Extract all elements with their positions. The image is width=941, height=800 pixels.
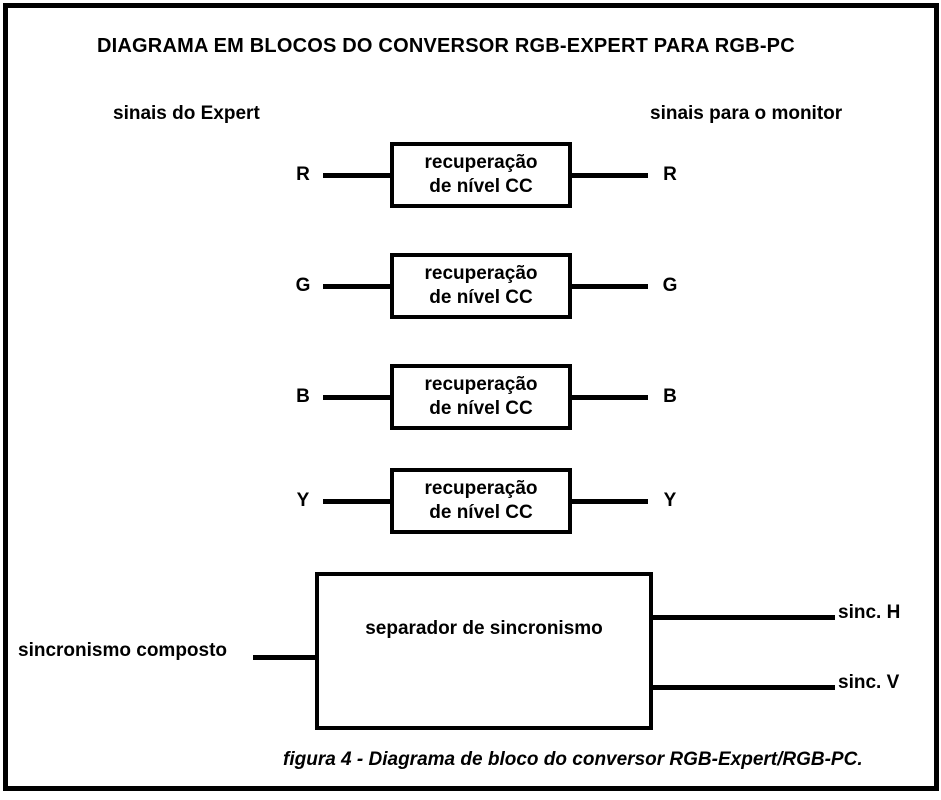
channel-output-wire — [572, 499, 648, 504]
channel-row-b: B recuperação de nível CC B — [0, 364, 941, 430]
channel-input-wire — [323, 284, 390, 289]
figure-caption: figura 4 - Diagrama de bloco do converso… — [283, 749, 863, 770]
channel-input-wire — [323, 499, 390, 504]
channel-row-r: R recuperação de nível CC R — [0, 142, 941, 208]
channel-input-wire — [323, 395, 390, 400]
right-signals-header: sinais para o monitor — [650, 103, 843, 124]
block-label-line1: recuperação — [424, 152, 538, 173]
sync-h-label: sinc. H — [838, 602, 901, 623]
dc-level-restore-block: recuperação de nível CC — [390, 253, 572, 319]
channel-output-wire — [572, 173, 648, 178]
channel-output-wire — [572, 395, 648, 400]
dc-level-restore-block: recuperação de nível CC — [390, 142, 572, 208]
sync-separator-block: separador de sincronismo — [315, 572, 653, 730]
dc-level-restore-block: recuperação de nível CC — [390, 468, 572, 534]
block-label-line2: de nível CC — [429, 502, 533, 523]
channel-output-wire — [572, 284, 648, 289]
channel-input-wire — [323, 173, 390, 178]
composite-sync-wire — [253, 655, 315, 660]
sync-v-label: sinc. V — [838, 672, 900, 693]
block-label-line1: recuperação — [424, 263, 538, 284]
channel-row-y: Y recuperação de nível CC Y — [0, 468, 941, 534]
left-signals-header: sinais do Expert — [113, 103, 260, 124]
block-label-line2: de nível CC — [429, 398, 533, 419]
dc-level-restore-block: recuperação de nível CC — [390, 364, 572, 430]
channel-output-label: G — [662, 275, 678, 296]
diagram-title: DIAGRAMA EM BLOCOS DO CONVERSOR RGB-EXPE… — [97, 35, 795, 57]
block-label-line2: de nível CC — [429, 287, 533, 308]
channel-output-label: B — [663, 386, 677, 407]
block-label-line1: recuperação — [424, 374, 538, 395]
sync-separator-label: separador de sincronismo — [365, 618, 603, 639]
channel-input-label: R — [296, 164, 310, 185]
channel-output-label: Y — [663, 490, 677, 511]
sync-v-wire — [653, 685, 835, 690]
block-label-line2: de nível CC — [429, 176, 533, 197]
channel-input-label: B — [296, 386, 310, 407]
channel-row-g: G recuperação de nível CC G — [0, 253, 941, 319]
channel-input-label: G — [295, 275, 311, 296]
composite-sync-label: sincronismo composto — [18, 640, 228, 661]
sync-h-wire — [653, 615, 835, 620]
channel-input-label: Y — [296, 490, 310, 511]
channel-output-label: R — [663, 164, 677, 185]
outer-border — [3, 3, 939, 791]
block-label-line1: recuperação — [424, 478, 538, 499]
